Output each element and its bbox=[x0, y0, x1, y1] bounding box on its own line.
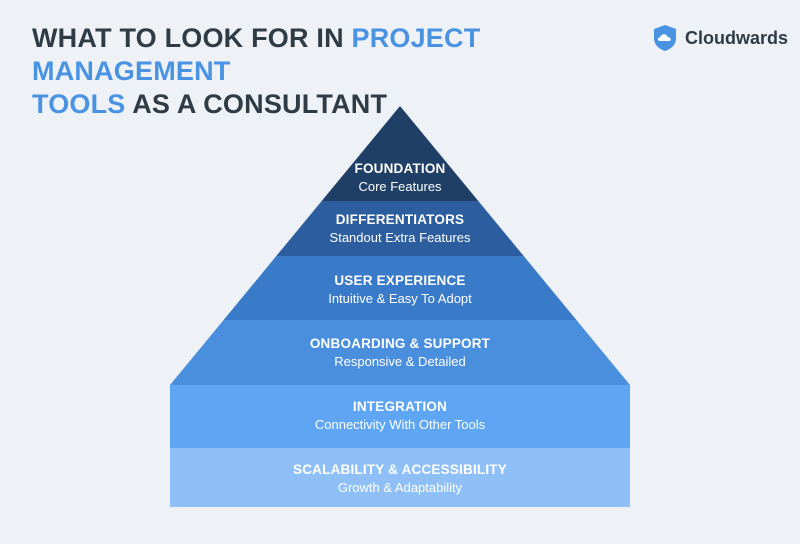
layer-label-foundation: FOUNDATION Core Features bbox=[170, 160, 630, 196]
layer-title: INTEGRATION bbox=[352, 399, 448, 414]
layer-subtitle: Growth & Adaptability bbox=[337, 480, 463, 495]
title-text-2: AS A CONSULTANT bbox=[125, 89, 388, 119]
layer-label-integration: INTEGRATION Connectivity With Other Tool… bbox=[170, 398, 630, 434]
page-title: WHAT TO LOOK FOR IN PROJECT MANAGEMENT T… bbox=[32, 22, 632, 121]
title-accent-2: TOOLS bbox=[32, 89, 126, 119]
layer-label-onboarding-support: ONBOARDING & SUPPORT Responsive & Detail… bbox=[170, 335, 630, 371]
layer-label-scalability-accessibility: SCALABILITY & ACCESSIBILITY Growth & Ada… bbox=[170, 461, 630, 497]
brand-name: Cloudwards bbox=[685, 27, 789, 48]
pyramid-layer-differentiators bbox=[276, 201, 524, 256]
pyramid-layer-user-experience bbox=[223, 256, 577, 320]
layer-title: DIFFERENTIATORS bbox=[335, 212, 465, 227]
layer-label-differentiators: DIFFERENTIATORS Standout Extra Features bbox=[170, 211, 630, 247]
layer-subtitle: Intuitive & Easy To Adopt bbox=[328, 291, 472, 306]
layer-title: FOUNDATION bbox=[354, 161, 446, 176]
layer-title: ONBOARDING & SUPPORT bbox=[309, 336, 491, 351]
layer-subtitle: Core Features bbox=[358, 179, 442, 194]
pyramid-layer-integration bbox=[170, 385, 630, 448]
pyramid-layer-onboarding-support bbox=[170, 320, 630, 385]
title-text-1: WHAT TO LOOK FOR IN bbox=[32, 23, 352, 53]
pyramid-layer-foundation bbox=[321, 106, 479, 201]
layer-subtitle: Standout Extra Features bbox=[329, 230, 471, 245]
layer-subtitle: Connectivity With Other Tools bbox=[314, 417, 486, 432]
layer-title: USER EXPERIENCE bbox=[334, 273, 466, 288]
layer-label-user-experience: USER EXPERIENCE Intuitive & Easy To Adop… bbox=[170, 272, 630, 308]
brand-logo: Cloudwards bbox=[652, 24, 788, 52]
layer-title: SCALABILITY & ACCESSIBILITY bbox=[293, 462, 507, 477]
title-accent-1: PROJECT MANAGEMENT bbox=[32, 23, 481, 86]
shield-cloud-icon bbox=[654, 25, 676, 51]
layer-subtitle: Responsive & Detailed bbox=[334, 354, 466, 369]
pyramid-layer-scalability-accessibility bbox=[170, 448, 630, 507]
